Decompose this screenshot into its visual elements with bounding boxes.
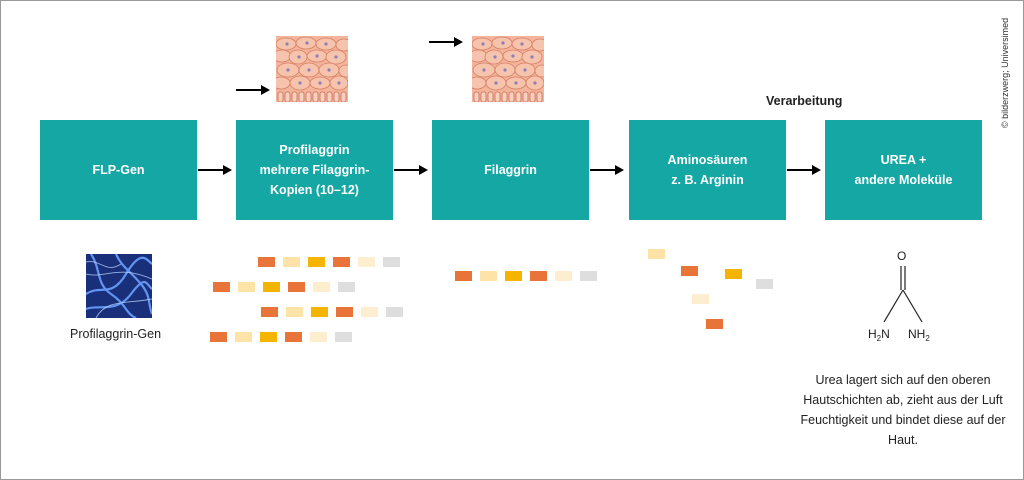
- amine-right: NH2: [908, 327, 930, 343]
- urea-note: Urea lagert sich auf den oberen Hautschi…: [800, 373, 1006, 447]
- block: [338, 282, 355, 292]
- block: [288, 282, 305, 292]
- box-aminosaeuren: Aminosäuren z. B. Arginin: [629, 120, 786, 220]
- block: [383, 257, 400, 267]
- block: [756, 279, 773, 289]
- box-filaggrin-label: Filaggrin: [484, 163, 537, 177]
- block: [681, 266, 698, 276]
- block: [261, 307, 278, 317]
- block: [361, 307, 378, 317]
- block: [386, 307, 403, 317]
- tissue-arrow-2: [429, 37, 463, 47]
- block: [530, 271, 547, 281]
- oxygen-atom: O: [897, 249, 906, 263]
- box-profilaggrin: Profilaggrin mehrere Filaggrin- Kopien (…: [236, 120, 393, 220]
- tissue-arrow-1: [236, 85, 270, 95]
- block: [648, 249, 665, 259]
- block: [706, 319, 723, 329]
- block: [455, 271, 472, 281]
- box-urea: UREA + andere Moleküle: [825, 120, 982, 220]
- block: [692, 294, 709, 304]
- block: [335, 332, 352, 342]
- block: [285, 332, 302, 342]
- block: [260, 332, 277, 342]
- block: [283, 257, 300, 267]
- block: [313, 282, 330, 292]
- block: [286, 307, 303, 317]
- copyright-notice: © bilderzwerg; Universimed: [996, 17, 1018, 130]
- block: [310, 332, 327, 342]
- copyright-text: © bilderzwerg; Universimed: [1000, 17, 1010, 128]
- block: [505, 271, 522, 281]
- box-urea-label: UREA + andere Moleküle: [854, 153, 953, 187]
- skin-tissue-image-2: [472, 36, 544, 102]
- block: [308, 257, 325, 267]
- box-flp-gen-label: FLP-Gen: [92, 163, 145, 177]
- skin-tissue-image-1: [276, 36, 348, 102]
- block: [258, 257, 275, 267]
- arrow-1: [198, 165, 232, 175]
- block: [333, 257, 350, 267]
- arrow-2: [394, 165, 428, 175]
- block: [480, 271, 497, 281]
- block: [235, 332, 252, 342]
- block: [210, 332, 227, 342]
- box-profilaggrin-label: Profilaggrin mehrere Filaggrin- Kopien (…: [259, 143, 370, 197]
- gene-caption: Profilaggrin-Gen: [70, 327, 162, 341]
- arrow-4: [787, 165, 821, 175]
- block: [213, 282, 230, 292]
- arrow-3: [590, 165, 624, 175]
- block: [725, 269, 742, 279]
- block: [358, 257, 375, 267]
- block: [555, 271, 572, 281]
- block: [336, 307, 353, 317]
- urea-molecule: O H2N NH2: [868, 249, 930, 343]
- amine-left: H2N: [868, 327, 890, 343]
- processing-label: Verarbeitung: [766, 94, 843, 108]
- block: [311, 307, 328, 317]
- box-aminosaeuren-label: Aminosäuren z. B. Arginin: [667, 153, 748, 187]
- box-flp-gen: FLP-Gen: [40, 120, 197, 220]
- dna-fiber-image: [86, 254, 152, 318]
- block: [263, 282, 280, 292]
- block: [580, 271, 597, 281]
- box-filaggrin: Filaggrin: [432, 120, 589, 220]
- block: [238, 282, 255, 292]
